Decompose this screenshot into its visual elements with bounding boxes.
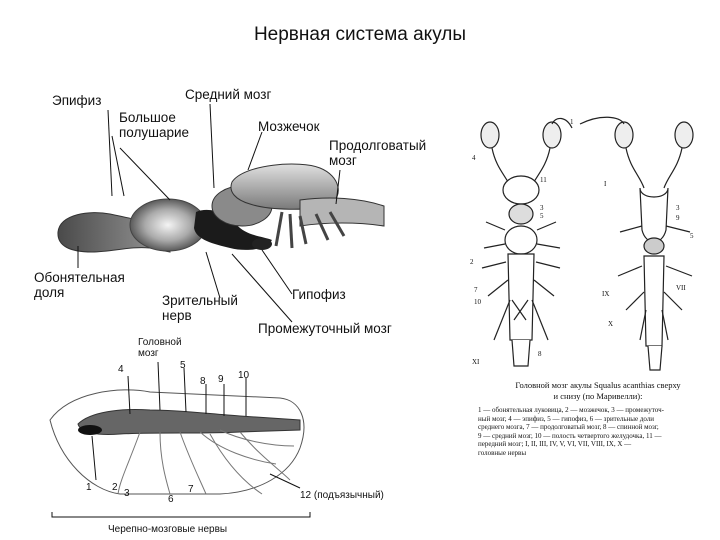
legend-line: среднего мозга, 7 — продолговатый мозг, … <box>478 423 659 431</box>
label-optic-line1: Зрительный <box>162 293 238 308</box>
side-num-3: 3 <box>124 488 130 499</box>
right-num-r3: 3 <box>676 204 680 212</box>
label-medulla-line1: Продолговатый <box>329 138 427 153</box>
hypophysis <box>252 238 272 250</box>
label-olfactory-line2: доля <box>34 285 65 300</box>
figure-caption-line1: Головной мозг акулы Squalus acanthias св… <box>515 380 681 390</box>
cranial-nerve-roots <box>274 211 346 249</box>
label-hypoglossal: 12 (подъязычный) <box>300 490 384 501</box>
legend-line: головные нервы <box>478 448 527 457</box>
side-num-10: 10 <box>238 370 250 381</box>
side-num-1: 1 <box>86 482 92 493</box>
label-medulla-line2: мозг <box>329 153 357 168</box>
label-leader-lines <box>77 103 341 323</box>
head-outline <box>49 389 305 495</box>
right-num-4: 4 <box>472 154 476 162</box>
label-epiphysis: Эпифиз <box>52 93 102 108</box>
medulla-oblongata <box>299 197 385 227</box>
label-cranial-nerves: Черепно-мозговые нервы <box>108 524 228 535</box>
brain-dorsal-view <box>480 121 562 367</box>
diencephalon <box>194 209 272 250</box>
right-num-VII: VII <box>676 284 686 292</box>
right-num-2: 2 <box>470 258 474 266</box>
side-cranial-nerves <box>117 429 295 495</box>
figure-caption-line2: и снизу (по Маривелли): <box>553 391 643 401</box>
side-num-7: 7 <box>188 484 194 495</box>
side-leader-lines <box>91 361 301 489</box>
right-num-r5: 5 <box>690 232 694 240</box>
label-brain-line2: мозг <box>138 348 159 359</box>
right-num-3: 3 <box>540 204 544 212</box>
label-hypophysis: Гипофиз <box>292 287 346 302</box>
label-midbrain: Средний мозг <box>185 87 272 102</box>
figure-legend: 1 — обонятельная луковица, 2 — мозжечок,… <box>478 406 718 457</box>
label-cerebellum: Мозжечок <box>258 119 320 134</box>
side-num-8: 8 <box>200 376 206 387</box>
right-num-1: 1 <box>570 118 574 126</box>
legend-line: 9 — средний мозг, 10 — полость четвертог… <box>478 431 662 440</box>
label-olfactory-line1: Обонятельная <box>34 270 125 285</box>
side-num-2: 2 <box>112 482 118 493</box>
page-title: Нервная система акулы <box>253 24 467 45</box>
right-num-XI: XI <box>472 358 480 366</box>
legend-line: передний мозг; I, II, III, IV, V, VI, VI… <box>478 440 632 448</box>
side-num-5: 5 <box>180 360 186 371</box>
cranial-nerves-bracket <box>51 512 311 518</box>
right-num-7: 7 <box>474 286 478 294</box>
side-num-6: 6 <box>168 494 174 505</box>
side-num-9: 9 <box>218 374 224 385</box>
label-diencephalon: Промежуточный мозг <box>258 321 392 336</box>
label-hemisphere-line1: Большое <box>119 110 176 125</box>
legend-line: 1 — обонятельная луковица, 2 — мозжечок,… <box>478 406 664 414</box>
right-num-IX: IX <box>602 290 610 298</box>
right-num-8: 8 <box>538 350 542 358</box>
brain-ventral-view <box>614 121 694 371</box>
shark-brain-dorsal-ventral-diagram <box>480 116 694 371</box>
right-num-X: X <box>608 320 614 328</box>
right-num-11: 11 <box>540 176 547 184</box>
right-num-10: 10 <box>474 298 481 306</box>
label-1-connector <box>551 116 625 129</box>
shark-head-lateral-diagram <box>49 361 311 518</box>
label-hemisphere-line2: полушарие <box>119 125 190 140</box>
legend-line: ный мозг, 4 — эпифиз, 5 — гипофиз, 6 — з… <box>478 414 655 423</box>
side-num-4: 4 <box>118 364 124 375</box>
label-optic-line2: нерв <box>162 308 192 323</box>
side-brain <box>77 409 301 435</box>
right-num-5: 5 <box>540 212 544 220</box>
label-brain-line1: Головной <box>138 337 182 348</box>
right-num-I: I <box>604 180 607 188</box>
side-olfactory-bulb <box>78 425 102 435</box>
right-num-9: 9 <box>676 214 680 222</box>
